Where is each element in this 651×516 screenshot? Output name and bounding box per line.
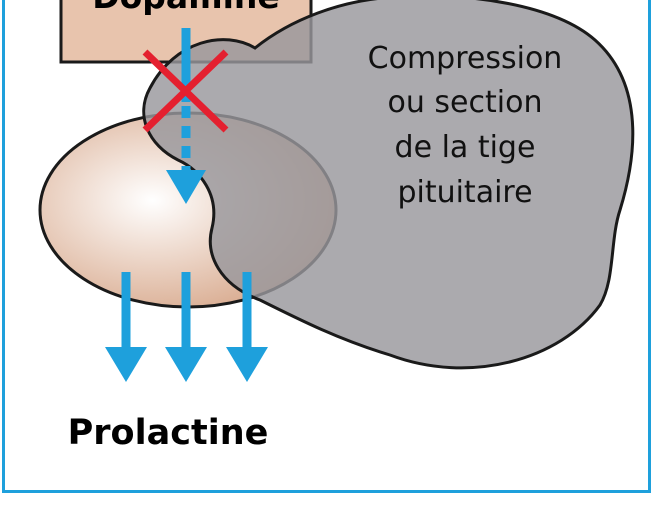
compression-label-line3: de la tige [395, 130, 536, 165]
prolactin-arrow-1-down-arrow-icon [105, 272, 147, 382]
diagram-frame [2, 0, 651, 493]
compression-lesion [142, 0, 635, 370]
red-x-cross-icon [142, 49, 229, 133]
prolactin-arrow-2-down-arrow-icon [165, 272, 207, 382]
dopamine-label: Dopamine [92, 0, 280, 16]
compression-label-line4: pituitaire [397, 175, 532, 210]
compression-label-line1: Compression [368, 41, 563, 76]
prolactin-arrow-3-down-arrow-icon [226, 272, 268, 382]
compression-label-line2: ou section [388, 85, 543, 120]
prolactin-label: Prolactine [68, 413, 269, 453]
